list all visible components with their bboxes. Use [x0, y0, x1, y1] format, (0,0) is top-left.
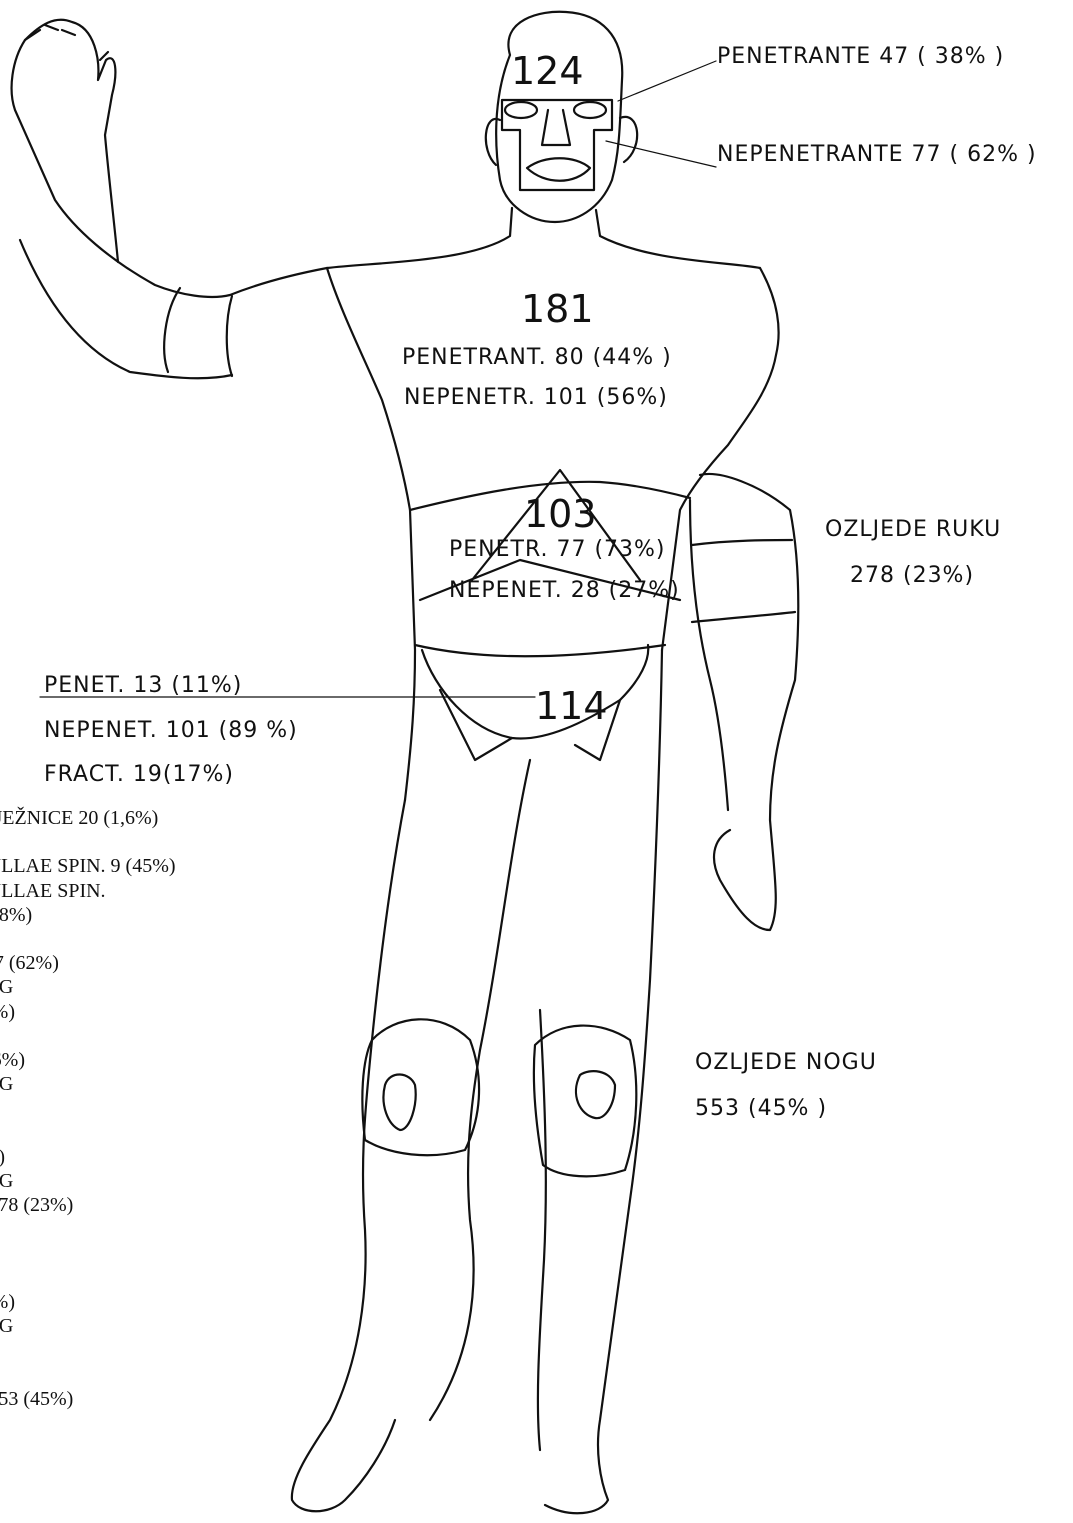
head-total: 124: [511, 49, 584, 93]
legend-line: NTE 77 (62%): [0, 951, 300, 975]
nose: [542, 110, 570, 145]
legend-line: 17%): [0, 1338, 300, 1362]
legend-line: UKU 278 (23%): [0, 1193, 300, 1217]
arms-value: 278 (23%): [850, 563, 974, 588]
abdomen-total: 103: [524, 492, 597, 536]
right-eye: [574, 102, 606, 118]
hanging-arm-inner: [690, 500, 728, 810]
legend-line: RATING: [0, 975, 300, 999]
head-leader-nepenetrante: [606, 141, 716, 167]
raised-arm-inner: [20, 240, 232, 378]
pelvis-fractures-label: FRACT. 19(17%): [44, 762, 234, 787]
waist: [415, 645, 665, 656]
neck-right: [596, 210, 760, 268]
legs-value: 553 (45% ): [695, 1096, 827, 1121]
abdomen-penetrating-label: PENETR. 77 (73%): [449, 537, 666, 562]
legs-title: OZLJEDE NOGU: [695, 1050, 877, 1075]
left-eye: [505, 102, 537, 118]
right-leg: [545, 650, 662, 1513]
hanging-arm-band: [692, 540, 795, 622]
head-leader-penetrante: [618, 61, 716, 101]
legend-line: MODULLAE SPIN. 9 (45%): [0, 854, 300, 878]
mouth: [527, 158, 590, 181]
pelvis-total: 114: [535, 684, 608, 728]
neck: [327, 208, 512, 268]
legend-line: NG: [0, 1024, 300, 1048]
pelvis-penetrating-label: PENET. 13 (11%): [44, 673, 242, 698]
left-leg: [292, 800, 405, 1511]
legend-line: NG: [0, 1266, 300, 1290]
legend-line: 101 (56%): [0, 1048, 300, 1072]
head-nonpenetrating-label: NEPENETRANTE 77 ( 62% ): [717, 142, 1037, 167]
legend-line: OGU 553 (45%): [0, 1387, 300, 1411]
right-kneecap: [576, 1071, 615, 1118]
legend-line: JURY: [0, 830, 300, 854]
legend-line: ES: [0, 1217, 300, 1241]
head-penetrating-label: PENETRANTE 47 ( 38% ): [717, 44, 1004, 69]
legend-line: NG: [0, 1120, 300, 1144]
legend-line: 11%): [0, 1241, 300, 1265]
legend-line: E 47 (38%): [0, 903, 300, 927]
legend-line: RATING: [0, 1169, 300, 1193]
legend-line: 80 (44%): [0, 1000, 300, 1024]
left-kneecap: [383, 1074, 415, 1130]
legend-line: [0, 1362, 300, 1386]
chest-penetrating-label: PENETRANT. 80 (44% ): [402, 345, 672, 370]
left-knee: [362, 1019, 479, 1155]
legend-line: 01 (89%): [0, 1290, 300, 1314]
right-leg-inner: [538, 1010, 546, 1450]
legend-line: NG: [0, 927, 300, 951]
legend-line: (73%): [0, 1096, 300, 1120]
chest-nonpenetrating-label: NEPENETR. 101 (56%): [404, 385, 668, 410]
legend-line: MODULLAE SPIN.: [0, 879, 300, 903]
chest-total: 181: [521, 287, 594, 331]
right-knee: [534, 1026, 636, 1177]
right-ear: [620, 117, 637, 162]
legend-line: KRALJEŽNICE 20 (1,6%): [0, 806, 300, 830]
legend-line: 3 (27%): [0, 1145, 300, 1169]
cropped-legend: KRALJEŽNICE 20 (1,6%)JURYMODULLAE SPIN. …: [0, 806, 300, 1411]
pelvis-nonpenetrating-label: NEPENET. 101 (89 %): [44, 718, 298, 743]
arms-title: OZLJEDE RUKU: [825, 517, 1001, 542]
legend-line: RATING: [0, 1072, 300, 1096]
raised-arm: [12, 20, 327, 297]
abdomen-nonpenetrating-label: NEPENET. 28 (27%): [449, 578, 680, 603]
raised-arm-band: [164, 288, 232, 376]
legend-line: RATING: [0, 1314, 300, 1338]
